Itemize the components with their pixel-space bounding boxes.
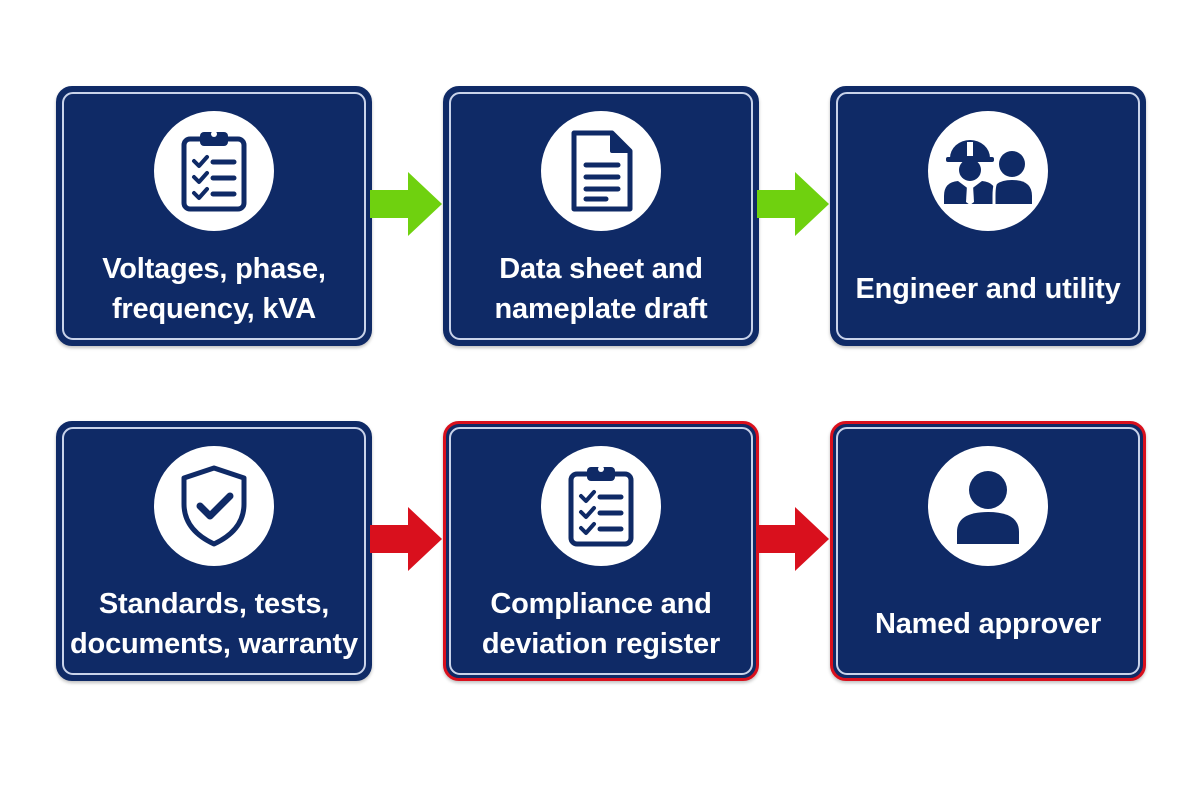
step-label: Engineer and utility: [843, 239, 1133, 339]
step-card-standards: Standards, tests, documents, warranty: [56, 421, 372, 681]
step-label-text: Compliance and deviation register: [481, 588, 721, 660]
engineer-and-person-icon: [944, 140, 1032, 205]
step-label: Compliance and deviation register: [456, 574, 746, 674]
step-card-engineer-utility: Engineer and utility: [830, 86, 1146, 346]
icon-disc: [154, 111, 274, 231]
step-label: Standards, tests, documents, warranty: [69, 574, 359, 674]
step-label-text: Engineer and utility: [855, 273, 1121, 305]
shield-check-icon: [181, 465, 247, 547]
arrow-right-red-icon: [757, 507, 829, 571]
arrow-right-green-icon: [370, 172, 442, 236]
arrow-right-red-icon: [370, 507, 442, 571]
step-label-text: Voltages, phase, frequency, kVA: [102, 253, 326, 325]
arrow-right-green-icon: [757, 172, 829, 236]
step-label-text: Named approver: [874, 608, 1102, 640]
step-label-text: Data sheet and nameplate draft: [494, 253, 708, 325]
step-card-data-sheet: Data sheet and nameplate draft: [443, 86, 759, 346]
icon-disc: [154, 446, 274, 566]
icon-disc: [541, 111, 661, 231]
step-card-requirements: Voltages, phase, frequency, kVA: [56, 86, 372, 346]
person-icon: [957, 471, 1019, 544]
step-label: Data sheet and nameplate draft: [456, 239, 746, 339]
step-label-text: Standards, tests, documents, warranty: [70, 588, 358, 660]
clipboard-checklist-icon: [181, 131, 247, 212]
icon-disc: [541, 446, 661, 566]
step-card-compliance-register: Compliance and deviation register: [443, 421, 759, 681]
document-icon: [571, 130, 633, 212]
icon-disc: [928, 446, 1048, 566]
step-label: Named approver: [843, 574, 1133, 674]
step-card-named-approver: Named approver: [830, 421, 1146, 681]
icon-disc: [928, 111, 1048, 231]
clipboard-checklist-icon: [568, 466, 634, 547]
step-label: Voltages, phase, frequency, kVA: [69, 239, 359, 339]
